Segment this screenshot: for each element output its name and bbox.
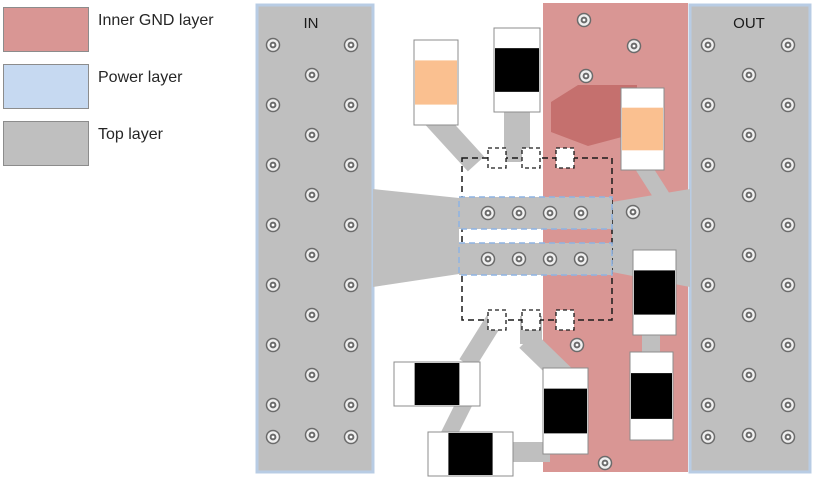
via bbox=[511, 251, 527, 267]
via bbox=[343, 429, 359, 445]
via bbox=[343, 397, 359, 413]
via bbox=[304, 307, 320, 323]
out-pad-vias bbox=[700, 37, 796, 445]
ic-pad-top-3 bbox=[555, 147, 575, 169]
ic-pad-bottom-1 bbox=[487, 309, 507, 331]
via bbox=[741, 247, 757, 263]
legend-swatch-top bbox=[3, 121, 89, 166]
via bbox=[597, 455, 613, 471]
via bbox=[480, 205, 496, 221]
via bbox=[304, 187, 320, 203]
via bbox=[343, 97, 359, 113]
legend-label-inner-gnd: Inner GND layer bbox=[98, 12, 214, 29]
via bbox=[741, 367, 757, 383]
via bbox=[578, 68, 594, 84]
ic-pad-top-1 bbox=[487, 147, 507, 169]
via bbox=[700, 429, 716, 445]
in-feed-taper bbox=[373, 189, 459, 287]
via bbox=[542, 205, 558, 221]
ic-pad-top-2 bbox=[521, 147, 541, 169]
field-vias bbox=[569, 12, 642, 471]
via bbox=[542, 251, 558, 267]
via bbox=[741, 307, 757, 323]
inner-gnd-trace bbox=[551, 85, 637, 146]
trace-orange-to-ic bbox=[425, 110, 485, 172]
component-top-black bbox=[493, 27, 541, 113]
via bbox=[569, 337, 585, 353]
via bbox=[343, 157, 359, 173]
via bbox=[265, 277, 281, 293]
ic-thermal-vias bbox=[480, 205, 589, 267]
via bbox=[304, 127, 320, 143]
via bbox=[741, 127, 757, 143]
via bbox=[343, 337, 359, 353]
via bbox=[304, 67, 320, 83]
via bbox=[265, 157, 281, 173]
via bbox=[304, 247, 320, 263]
ic-pad-bottom-3 bbox=[555, 309, 575, 331]
via bbox=[265, 97, 281, 113]
via bbox=[265, 397, 281, 413]
legend-swatch-power bbox=[3, 64, 89, 109]
via bbox=[741, 187, 757, 203]
out-pad bbox=[688, 3, 812, 474]
legend-row-top: Top layer bbox=[3, 121, 214, 166]
via bbox=[265, 337, 281, 353]
via bbox=[573, 251, 589, 267]
via bbox=[780, 397, 796, 413]
component-bottom-black-2 bbox=[427, 431, 514, 477]
via bbox=[780, 217, 796, 233]
via bbox=[780, 97, 796, 113]
legend: Inner GND layer Power layer Top layer bbox=[3, 7, 214, 178]
via bbox=[343, 277, 359, 293]
via bbox=[780, 37, 796, 53]
via bbox=[700, 97, 716, 113]
legend-row-power: Power layer bbox=[3, 64, 214, 109]
component-right-orange bbox=[620, 87, 665, 171]
via bbox=[343, 217, 359, 233]
via bbox=[625, 204, 641, 220]
via bbox=[700, 397, 716, 413]
legend-swatch-inner-gnd bbox=[3, 7, 89, 52]
smd-components bbox=[393, 27, 677, 477]
via bbox=[700, 217, 716, 233]
component-bottom-mid-black bbox=[542, 367, 589, 455]
ic-pad-bottom-2 bbox=[521, 309, 541, 331]
via bbox=[626, 38, 642, 54]
via bbox=[304, 427, 320, 443]
in-pad bbox=[255, 3, 375, 474]
via bbox=[700, 37, 716, 53]
via bbox=[780, 157, 796, 173]
component-bottom-right-black bbox=[629, 351, 674, 441]
in-pad-vias bbox=[265, 37, 359, 445]
via bbox=[265, 429, 281, 445]
via bbox=[265, 37, 281, 53]
via bbox=[780, 277, 796, 293]
via bbox=[480, 251, 496, 267]
legend-label-power: Power layer bbox=[98, 69, 183, 86]
via bbox=[700, 157, 716, 173]
via bbox=[573, 205, 589, 221]
legend-row-inner-gnd: Inner GND layer bbox=[3, 7, 214, 52]
component-mid-right-black bbox=[632, 249, 677, 336]
in-pad-label: IN bbox=[304, 15, 319, 32]
via bbox=[741, 427, 757, 443]
via bbox=[741, 67, 757, 83]
via bbox=[700, 277, 716, 293]
out-pad-label: OUT bbox=[733, 15, 765, 32]
via bbox=[511, 205, 527, 221]
via bbox=[780, 337, 796, 353]
via bbox=[576, 12, 592, 28]
component-top-orange bbox=[413, 39, 459, 126]
via bbox=[780, 429, 796, 445]
via bbox=[265, 217, 281, 233]
via bbox=[304, 367, 320, 383]
via bbox=[700, 337, 716, 353]
component-bottom-left-black bbox=[393, 361, 481, 407]
legend-label-top: Top layer bbox=[98, 126, 163, 143]
via bbox=[343, 37, 359, 53]
